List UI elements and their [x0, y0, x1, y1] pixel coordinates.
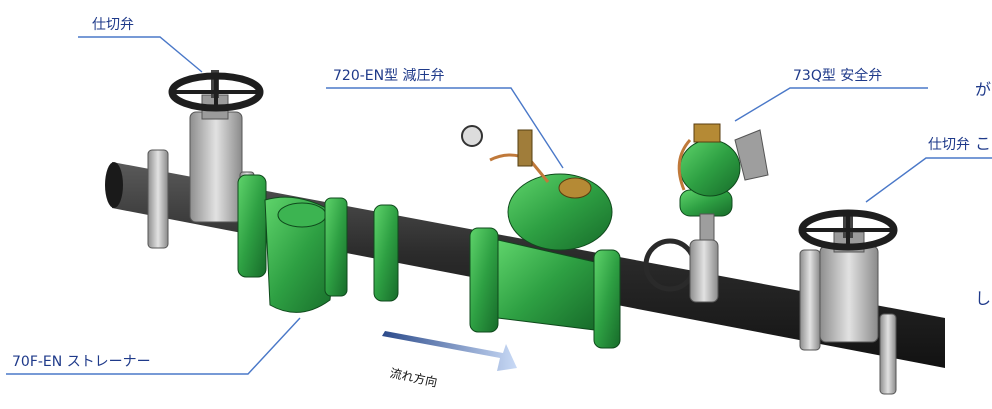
side-text-1: が	[975, 80, 992, 99]
side-text-2: こ	[975, 134, 992, 153]
leader-pressure-reducing-valve	[326, 87, 564, 169]
gate-valve-right	[798, 209, 898, 395]
safety-valve	[643, 123, 769, 303]
leader-gate-valve-right	[865, 157, 992, 203]
leader-gate-valve-left	[78, 36, 203, 73]
pressure-reducing-valve	[461, 125, 621, 349]
leader-safety-valve	[734, 87, 928, 122]
label-gate-valve-left: 仕切弁	[92, 17, 134, 33]
leader-strainer	[6, 317, 301, 375]
label-strainer: 70F-EN ストレーナー	[12, 354, 151, 370]
flow-direction-arrow	[382, 331, 517, 371]
label-gate-valve-right: 仕切弁	[928, 137, 970, 153]
strainer	[237, 174, 399, 313]
side-text-3: し	[975, 289, 992, 308]
leader-lines	[6, 36, 992, 375]
label-pressure-reducing-valve: 720-EN型 減圧弁	[333, 68, 445, 84]
label-safety-valve: 73Q型 安全弁	[793, 68, 883, 84]
